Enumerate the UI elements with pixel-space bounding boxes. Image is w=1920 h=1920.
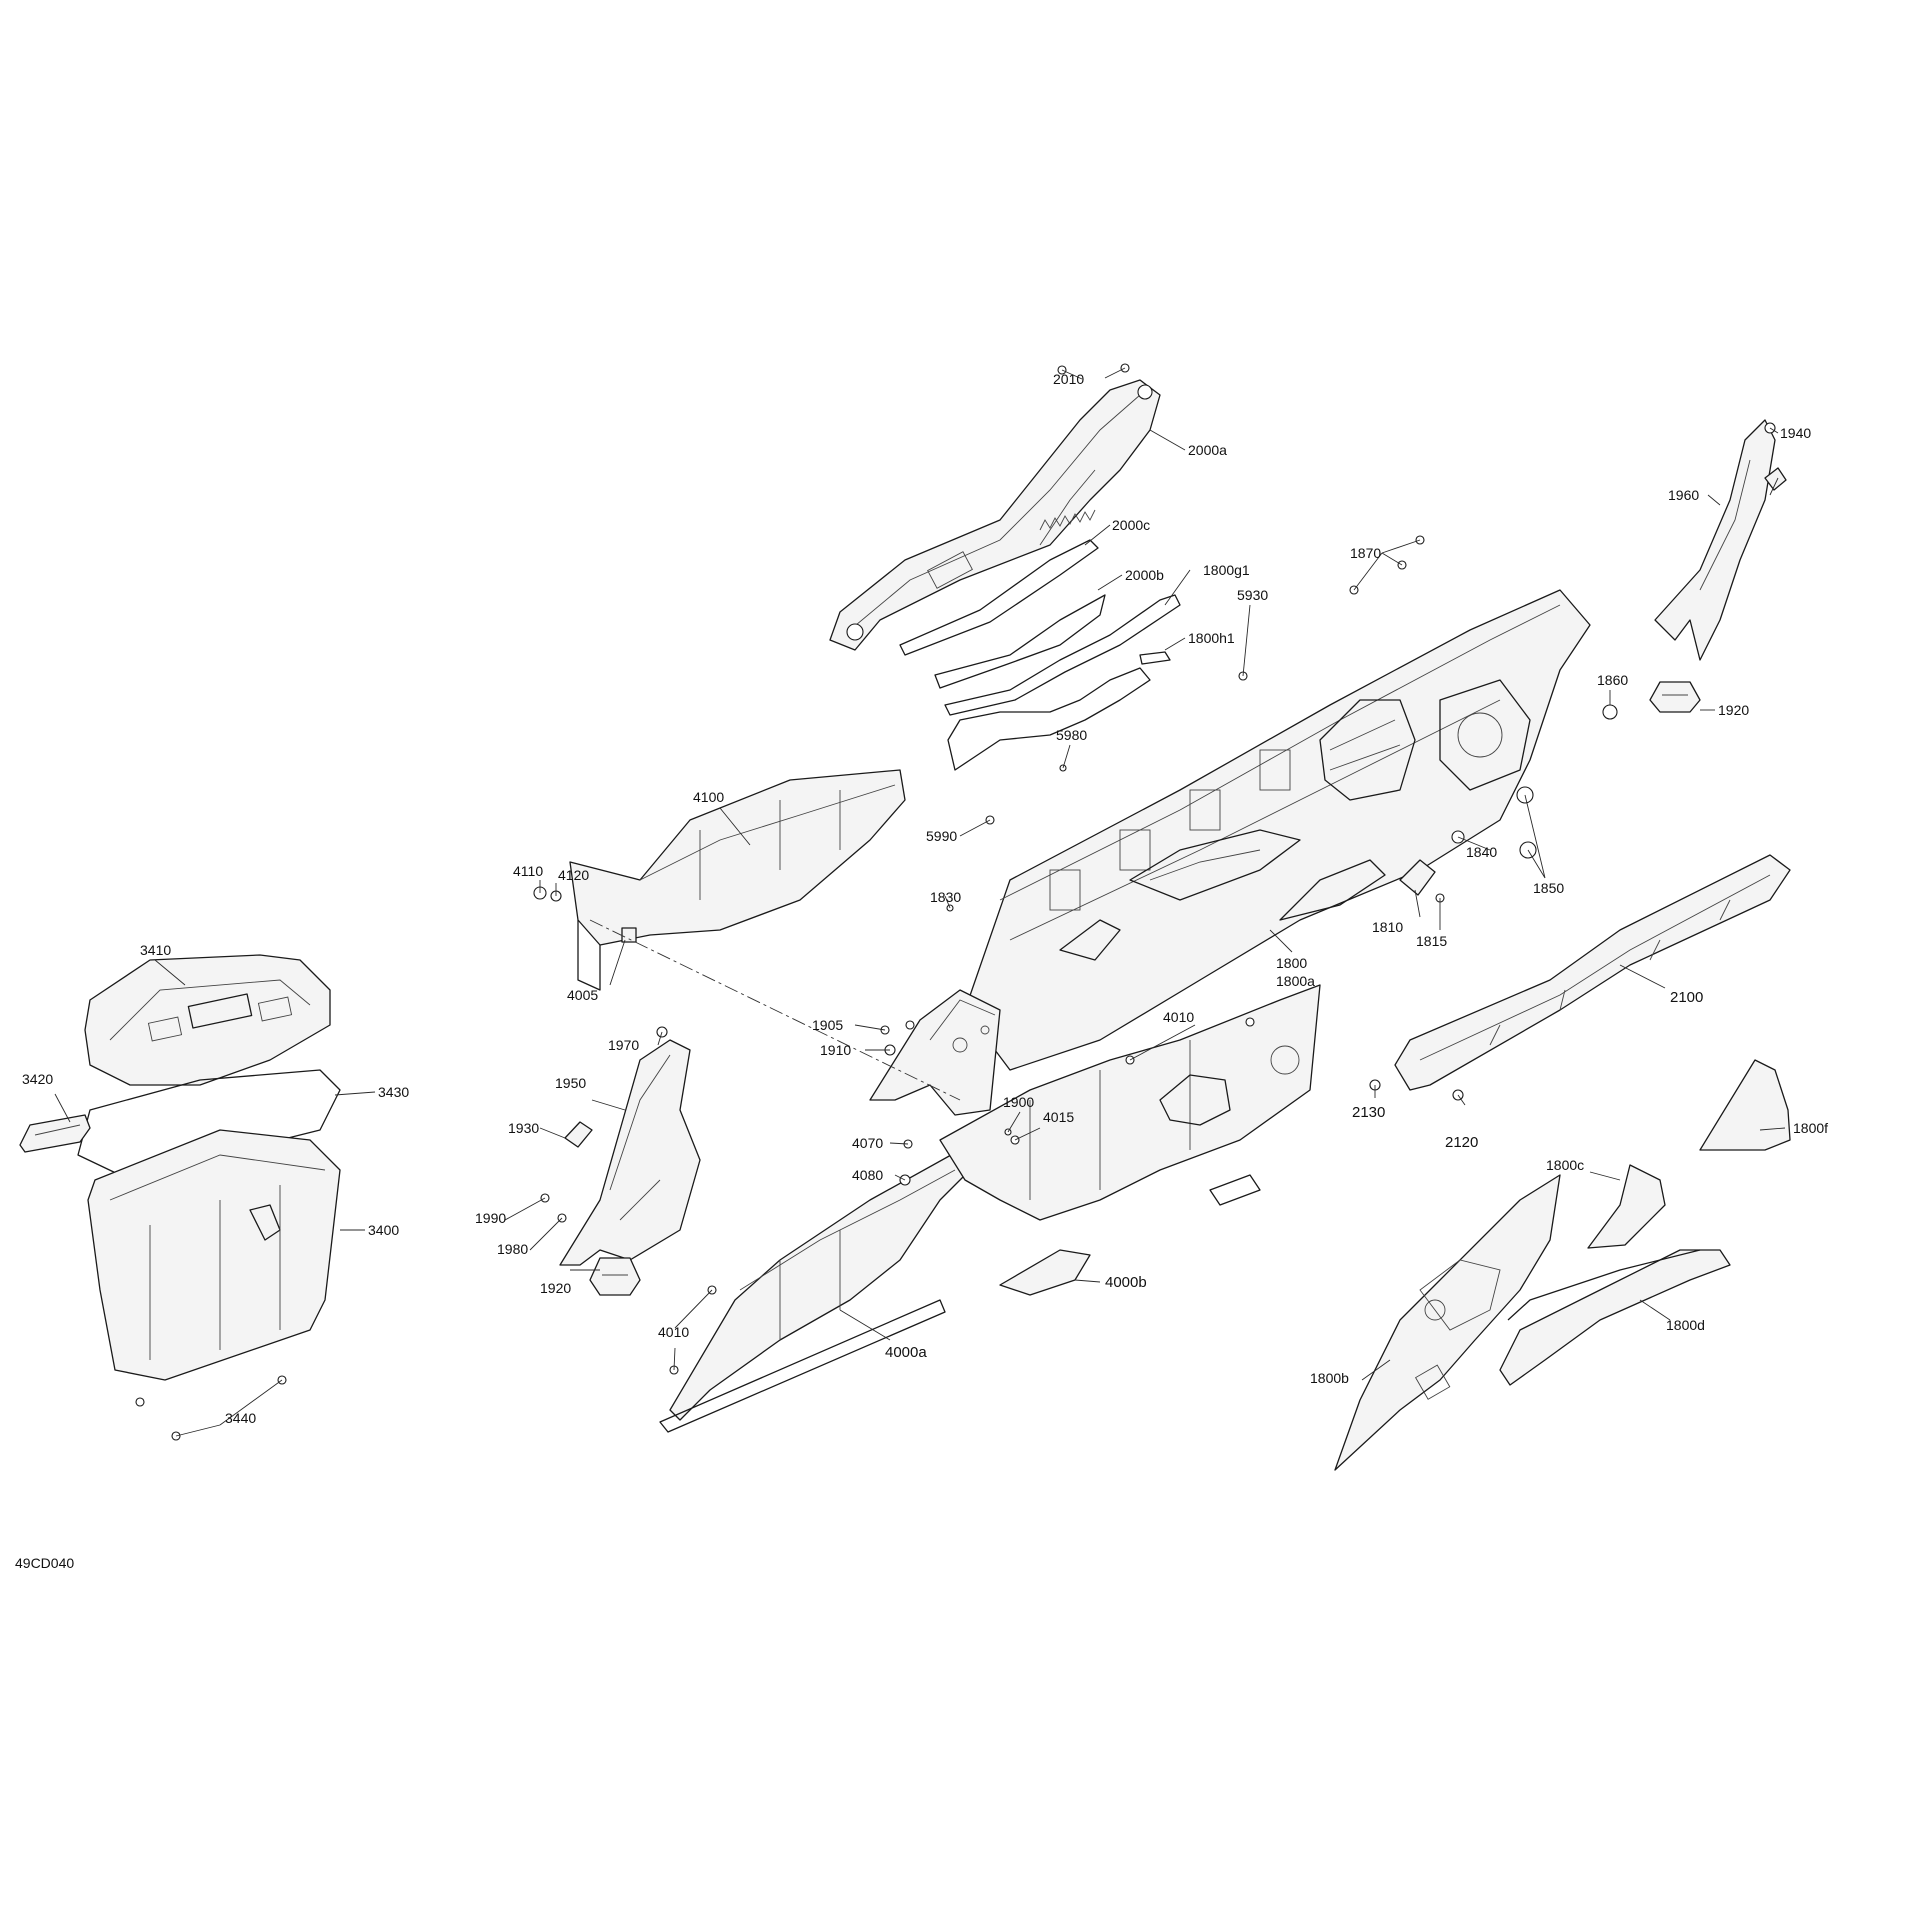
part-1920-handle-right — [1649, 681, 1701, 713]
callout-3430: 3430 — [378, 1084, 409, 1100]
callout-1980: 1980 — [497, 1241, 528, 1257]
callout-1800b: 1800b — [1310, 1370, 1349, 1386]
callout-4100: 4100 — [693, 789, 724, 805]
callout-1960: 1960 — [1668, 487, 1699, 503]
callout-4000a: 4000a — [885, 1344, 927, 1361]
part-4100-storage-box — [569, 769, 906, 991]
callout-1900: 1900 — [1003, 1094, 1034, 1110]
callout-4015: 4015 — [1043, 1109, 1074, 1125]
callout-4080: 4080 — [852, 1167, 883, 1183]
part-2100-rail — [1394, 854, 1791, 1091]
part-1920-handle-left — [589, 1257, 641, 1296]
callout-1800g1: 1800g1 — [1203, 562, 1250, 578]
callout-4070: 4070 — [852, 1135, 883, 1151]
callout-1920-left: 1920 — [540, 1280, 571, 1296]
callout-1800h1: 1800h1 — [1188, 630, 1235, 646]
callout-4120: 4120 — [558, 867, 589, 883]
part-1800c-pad — [1587, 1164, 1666, 1249]
part-1940-clip — [1764, 467, 1787, 491]
callout-1870: 1870 — [1350, 545, 1381, 561]
callout-5930: 5930 — [1237, 587, 1268, 603]
callout-1970: 1970 — [608, 1037, 639, 1053]
callout-1800f: 1800f — [1793, 1120, 1828, 1136]
part-1930-clip — [564, 1121, 593, 1148]
part-1950-upright — [559, 1039, 701, 1266]
callout-2000b: 2000b — [1125, 567, 1164, 583]
callout-4000b: 4000b — [1105, 1274, 1147, 1291]
part-1800a-bracket — [869, 989, 1001, 1116]
callout-1800a: 1800a — [1276, 973, 1315, 989]
callout-4010-upper: 4010 — [1163, 1009, 1194, 1025]
part-1960-upright — [1654, 419, 1776, 661]
callout-3440: 3440 — [225, 1410, 256, 1426]
part-2000c-gasket — [899, 539, 1099, 656]
callout-1815: 1815 — [1416, 933, 1447, 949]
callout-1800c: 1800c — [1546, 1157, 1584, 1173]
part-2000a-upper-panel — [829, 379, 1161, 651]
callout-3410: 3410 — [140, 942, 171, 958]
callout-3420: 3420 — [22, 1071, 53, 1087]
part-3410-lid — [84, 954, 331, 1086]
callout-1860: 1860 — [1597, 672, 1628, 688]
leader-lines — [54, 367, 1786, 1437]
part-2000b-window — [934, 594, 1106, 689]
callout-2000c: 2000c — [1112, 517, 1150, 533]
part-1810-module — [1399, 859, 1436, 896]
part-1800f-pad — [1699, 1059, 1791, 1151]
callout-2010: 2010 — [1053, 371, 1084, 387]
part-4000a-floor-tray — [659, 1149, 976, 1433]
part-1800b-pad — [1334, 1174, 1561, 1471]
callout-1990: 1990 — [475, 1210, 506, 1226]
callout-1850: 1850 — [1533, 880, 1564, 896]
callout-1910: 1910 — [820, 1042, 851, 1058]
part-4000b-shield — [999, 1249, 1091, 1296]
callout-1840: 1840 — [1466, 844, 1497, 860]
callout-1940: 1940 — [1780, 425, 1811, 441]
callout-1905: 1905 — [812, 1017, 843, 1033]
part-1850-bumpers — [1516, 786, 1537, 859]
reference-code: 49CD040 — [15, 1555, 74, 1571]
part-1800d-pad — [1499, 1249, 1731, 1386]
callout-1930: 1930 — [508, 1120, 539, 1136]
part-console-center — [939, 984, 1321, 1221]
callout-4110: 4110 — [513, 863, 543, 879]
part-3420-latch — [19, 1114, 91, 1153]
callout-1920-right: 1920 — [1718, 702, 1749, 718]
callout-2120: 2120 — [1445, 1134, 1478, 1151]
callout-2100: 2100 — [1670, 989, 1703, 1006]
part-1905-screws — [880, 1020, 915, 1035]
part-4005-clip — [621, 927, 637, 943]
part-3440-fasteners — [135, 1375, 287, 1441]
callout-labels: 2010 2000a 2000c 2000b 1800g1 1800h1 194… — [22, 371, 1828, 1426]
part-3400-bin — [87, 1129, 341, 1381]
callout-3400: 3400 — [368, 1222, 399, 1238]
callout-1800d: 1800d — [1666, 1317, 1705, 1333]
part-1860-grommet — [1602, 704, 1618, 720]
callout-1830: 1830 — [930, 889, 961, 905]
callout-4010-lower: 4010 — [658, 1324, 689, 1340]
callout-1810: 1810 — [1372, 919, 1403, 935]
part-1800-firewall-panel — [964, 589, 1591, 1071]
alignment-line — [589, 919, 961, 1101]
callout-2130: 2130 — [1352, 1104, 1385, 1121]
callout-1800: 1800 — [1276, 955, 1307, 971]
callout-2000a: 2000a — [1188, 442, 1227, 458]
callout-1950: 1950 — [555, 1075, 586, 1091]
callout-5990: 5990 — [926, 828, 957, 844]
callout-4005: 4005 — [567, 987, 598, 1003]
part-1800h1-seal — [947, 651, 1171, 771]
part-1800g1-seal — [944, 594, 1181, 716]
callout-5980: 5980 — [1056, 727, 1087, 743]
